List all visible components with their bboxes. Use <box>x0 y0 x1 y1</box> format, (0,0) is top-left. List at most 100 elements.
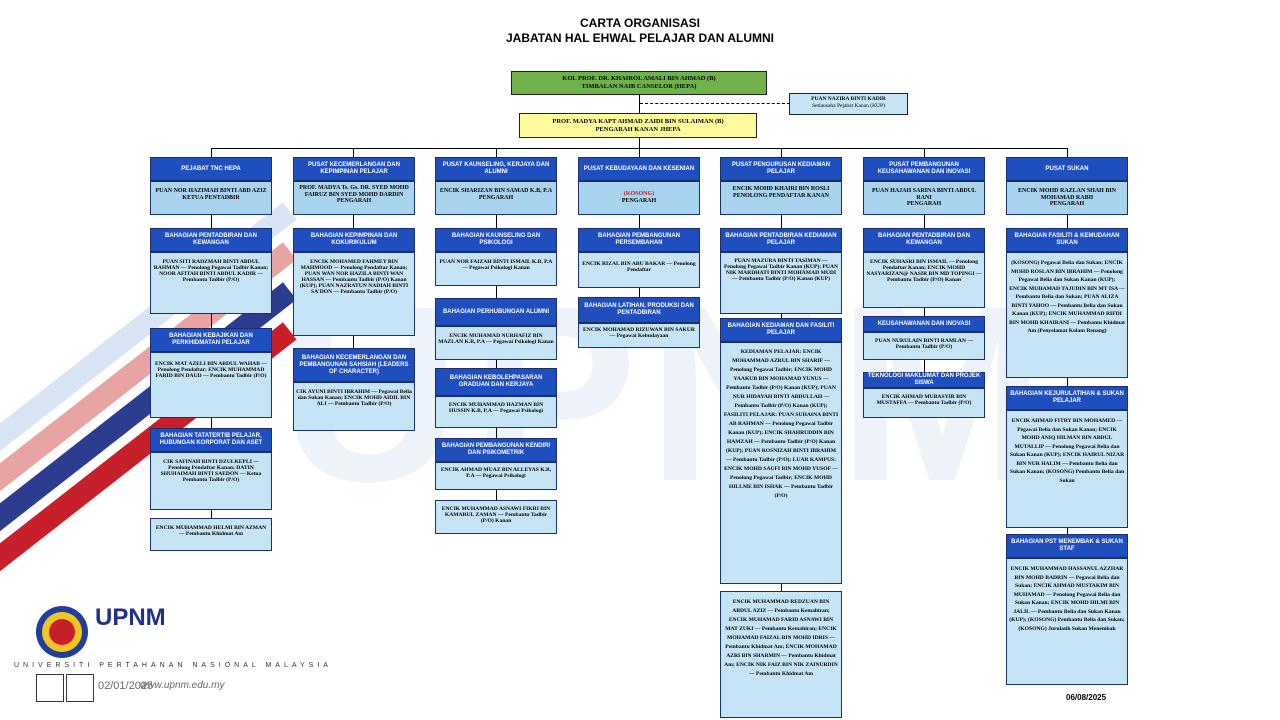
unit-title: BAHAGIAN KEJURULATIHAN & SUKAN PELAJAR <box>1006 386 1128 410</box>
unit-staff: ENCIK AHMAD FITRY BIN MOHAMED — Pegawai … <box>1006 410 1128 528</box>
website: www.upnm.edu.my <box>140 680 225 691</box>
top-box: KOL PROF. DR. KHAIROL AMALI BIN AHMAD (B… <box>511 71 767 95</box>
unit-title: BAHAGIAN PERHUBUNGAN ALUMNI <box>435 298 557 326</box>
top-name: KOL PROF. DR. KHAIROL AMALI BIN AHMAD (B… <box>562 75 716 82</box>
unit-title: BAHAGIAN PENTADBIRAN DAN KEWANGAN <box>150 228 272 252</box>
university-name: UNIVERSITI PERTAHANAN NASIONAL MALAYSIA <box>14 662 332 669</box>
column-head-role: PENGARAH <box>906 201 942 208</box>
unit-staff: ENCIK AHMAD MUAZ BIN ALLEYAS K.B, P.A — … <box>435 462 557 490</box>
column-head-role: PENOLONG PENDAFTAR KANAN <box>733 192 829 199</box>
unit-staff: ENCIK MUHAMMAD HELMI BIN AZMAN — Pembant… <box>150 518 272 551</box>
unit-staff: ENCIK MUHAMAD NURHAFIZ BIN MAZLAN K.B, P… <box>435 326 557 360</box>
logo-text: UPNM <box>95 604 166 631</box>
connector-line <box>781 148 782 157</box>
unit-staff: ENCIK SUHASRI BIN ISMAIL — Penolong Pend… <box>863 252 985 308</box>
column-head-role: PENGARAH <box>1049 201 1085 208</box>
connector-line <box>639 148 640 157</box>
connector-line <box>1067 148 1068 157</box>
unit-staff: PUAN SITI RADZMAH BINTI ABDUL RAHMAN — P… <box>150 252 272 314</box>
column-head-role: PENGARAH <box>336 198 372 205</box>
unit-title: BAHAGIAN KAUNSELING DAN PSIKOLOGI <box>435 228 557 252</box>
column-head-box: ENCIK MOHD RAZLAN SHAH BIN MOHAMAD RABII… <box>1006 181 1128 215</box>
unit-staff: CIK SAFINAH BINTI DZULKEPLI — Penolong P… <box>150 452 272 510</box>
column-header: PUSAT KECEMERLANGAN DAN KEPIMPINAN PELAJ… <box>293 157 415 181</box>
certification-badge-icon <box>66 674 94 702</box>
unit-title: KEUSAHAWANAN DAN INOVASI <box>863 316 985 332</box>
unit-title: BAHAGIAN KEDIAMAN DAN FASILITI PELAJAR <box>720 318 842 342</box>
unit-staff: ENCIK MAT AZELI BIN ABDUL WAHAB — Penolo… <box>150 352 272 418</box>
footer-date-left: 02/01/2025 <box>98 680 154 692</box>
unit-title: BAHAGIAN TATATERTIB PELAJAR, HUBUNGAN KO… <box>150 428 272 452</box>
column-head-name: ENCIK MOHD KHAIRI BIN ROSLI <box>732 186 830 192</box>
unit-staff: ENCIK MOHAMED FAHMEY BIN MAHMOOD — Penol… <box>293 252 415 336</box>
crest-icon <box>36 606 88 658</box>
column-header: PEJABAT TNC HEPA <box>150 157 272 181</box>
dashed-connector <box>640 103 790 104</box>
column-head-role: PENGARAH <box>621 197 657 204</box>
university-logo <box>34 604 90 665</box>
unit-staff: ENCIK MUHAMMAD HAZMAN BIN HUSSIN K.B, P.… <box>435 396 557 428</box>
unit-title: BAHAGIAN PENTADBIRAN DAN KEWANGAN <box>863 228 985 252</box>
column-head-box: PROF. MADYA Ts. Gs. DR. SYED MOHD FAIRUZ… <box>293 181 415 215</box>
certification-badge-icon <box>36 674 64 702</box>
unit-title: BAHAGIAN PEMBANGUNAN KENDIRI DAN PSIKOME… <box>435 438 557 462</box>
unit-title: BAHAGIAN LATIHAN, PRODUKSI DAN PENTADBIR… <box>578 297 700 323</box>
secretary-name: PUAN NAZIRA BINTI KADIR <box>811 96 886 102</box>
unit-staff: ENCIK MOHAMAD RIZUWAN BIN SAKUR — Pegawa… <box>578 323 700 348</box>
unit-staff: ENCIK MUHAMMAD HASSANUL AZZHAR BIN MOHD … <box>1006 558 1128 685</box>
unit-title: BAHAGIAN KEPIMPINAN DAN KOKURIKULUM <box>293 228 415 252</box>
unit-title: TEKNOLOGI MAKLUMAT DAN PROJEK SISWA <box>863 372 985 388</box>
secretary-box: PUAN NAZIRA BINTI KADIR Setiausaha Pejab… <box>789 93 908 115</box>
director-name: PROF. MADYA KAPT AHMAD ZAIDI BIN SULAIMA… <box>552 118 724 125</box>
column-head-name: ENCIK MOHD RAZLAN SHAH BIN MOHAMAD RABII <box>1017 188 1116 201</box>
unit-staff: PUAN NURULAIN BINTI RAMLAN — Pembantu Ta… <box>863 332 985 360</box>
unit-title: BAHAGIAN PST MENEMBAK & SUKAN STAF <box>1006 534 1128 558</box>
unit-staff: ENCIK MUHAMMAD ASNAWI FIKRI BIN KAMARUL … <box>435 500 557 534</box>
column-head-box: (KOSONG) PENGARAH <box>578 181 700 215</box>
top-role: TIMBALAN NAIB CANSELOR (HEPA) <box>581 83 697 90</box>
unit-title: BAHAGIAN FASILITI & KEMUDAHAN SUKAN <box>1006 228 1128 252</box>
unit-staff: CIK AYUNI BINTI IBRAHIM — Pegawai Belia … <box>293 382 415 431</box>
unit-staff: ENCIK AHMAD MUBASYIR BIN MUSTAFFA — Pemb… <box>863 388 985 418</box>
footer-date-right: 06/08/2025 <box>1066 693 1107 702</box>
connector-line <box>924 148 925 157</box>
column-head-box: PUAN NOR HAZIMAH BINTI ABD AZIZ KETUA PE… <box>150 181 272 215</box>
unit-title: BAHAGIAN PENTADBIRAN KEDIAMAN PELAJAR <box>720 228 842 252</box>
column-header: PUSAT PENGURUSAN KEDIAMAN PELAJAR <box>720 157 842 181</box>
column-head-box: ENCIK MOHD KHAIRI BIN ROSLI PENOLONG PEN… <box>720 181 842 215</box>
column-head-role: KETUA PENTADBIR <box>182 194 240 201</box>
column-header: PUSAT KEBUDAYAAN DAN KESENIAN <box>578 157 700 181</box>
column-head-box: ENCIK SHARIZAN BIN SAMAD K.B, P.A PENGAR… <box>435 181 557 215</box>
column-header: PUSAT SUKAN <box>1006 157 1128 181</box>
unit-title: BAHAGIAN PEMBANGUNAN PERSEMBAHAN <box>578 228 700 252</box>
unit-staff: ENCIK MUHAMMAD REDZUAN BIN ABDUL AZIZ — … <box>720 591 842 718</box>
column-head-name: PUAN NOR HAZIMAH BINTI ABD AZIZ <box>155 188 267 194</box>
unit-title: BAHAGIAN KEBOLEHPASARAN GRADUAN DAN KERJ… <box>435 368 557 396</box>
unit-staff: PUAN MAZURA BINTI TASIMAN — Penolong Peg… <box>720 252 842 314</box>
column-trunk <box>496 215 497 505</box>
column-header: PUSAT KAUNSELING, KERJAYA DAN ALUMNI <box>435 157 557 181</box>
column-head-name: PUAN HAJAH SARINA BINTI ABDUL RANI <box>871 188 976 201</box>
column-header: PUSAT PEMBANGUNAN KEUSAHAWANAN DAN INOVA… <box>863 157 985 181</box>
chart-subtitle: JABATAN HAL EHWAL PELAJAR DAN ALUMNI <box>505 31 774 45</box>
unit-staff: PUAN NOR FAIZAH BINTI ISMAIL K.B, P.A — … <box>435 252 557 286</box>
unit-staff: KEDIAMAN PELAJAR: ENCIK MOHAMMAD AZRUL B… <box>720 342 842 584</box>
unit-title: BAHAGIAN KEBAJIKAN DAN PERKHIDMATAN PELA… <box>150 328 272 352</box>
connector-line <box>211 148 212 157</box>
column-head-box: PUAN HAJAH SARINA BINTI ABDUL RANI PENGA… <box>863 181 985 215</box>
chart-title: CARTA ORGANISASI <box>580 16 700 30</box>
column-head-name: ENCIK SHARIZAN BIN SAMAD K.B, P.A <box>439 188 553 194</box>
connector-line <box>496 148 497 157</box>
director-role: PENGARAH KANAN JHEPA <box>595 126 681 133</box>
secretary-role: Setiausaha Pejabat Kanan (KUP) <box>812 103 885 109</box>
unit-staff: ENCIK RIZAL BIN ABU BAKAR — Penolong Pen… <box>578 252 700 288</box>
column-head-name: PROF. MADYA Ts. Gs. DR. SYED MOHD FAIRUZ… <box>299 185 409 198</box>
unit-title: BAHAGIAN KECEMERLANGAN DAN PEMBANGUNAN S… <box>293 348 415 382</box>
connector-line <box>353 148 354 157</box>
connector-line <box>639 95 640 113</box>
column-head-role: PENGARAH <box>478 194 514 201</box>
unit-staff: (KOSONG) Pegawai Belia dan Sukan; ENCIK … <box>1006 252 1128 378</box>
connector-line <box>639 138 640 148</box>
vacant-label: (KOSONG) <box>623 191 655 197</box>
director-box: PROF. MADYA KAPT AHMAD ZAIDI BIN SULAIMA… <box>519 113 757 138</box>
